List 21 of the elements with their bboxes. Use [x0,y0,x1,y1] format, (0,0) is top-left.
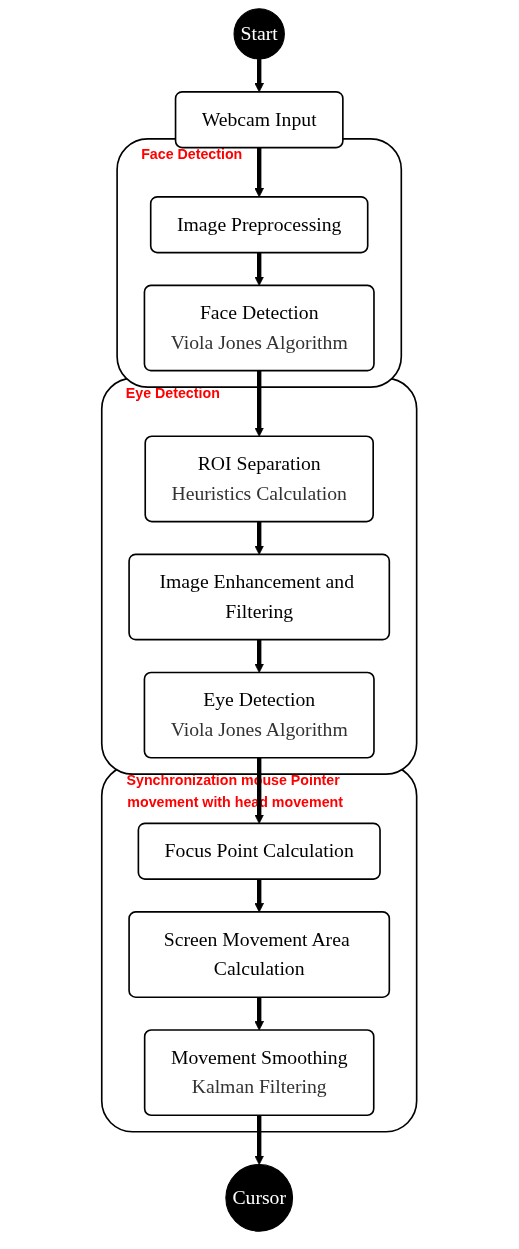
arrow [254,639,265,673]
arrow [254,879,265,913]
arrow [254,147,265,198]
arrow [254,997,265,1031]
arrow [254,521,265,555]
node-box: Image Preprocessing [150,196,369,254]
node-box: ROI Separation Heuristics Calculation [144,435,375,523]
node-box: Eye Detection Viola Jones Algorithm [143,671,376,759]
node-box: Webcam Input [175,91,344,149]
arrow [254,252,265,286]
arrow [254,59,265,93]
node-box: Image Enhancement and Filtering [128,553,391,641]
node-box: Movement Smoothing Kalman Filtering [144,1029,375,1117]
arrow [254,1115,265,1165]
node-box: Focus Point Calculation [137,822,382,880]
arrow [254,370,265,437]
node-circle: Cursor [225,1163,294,1232]
node-box: Face Detection Viola Jones Algorithm [143,284,376,372]
arrow [254,757,265,824]
node-circle: Start [233,8,286,60]
node-box: Screen Movement Area Calculation [128,911,391,999]
